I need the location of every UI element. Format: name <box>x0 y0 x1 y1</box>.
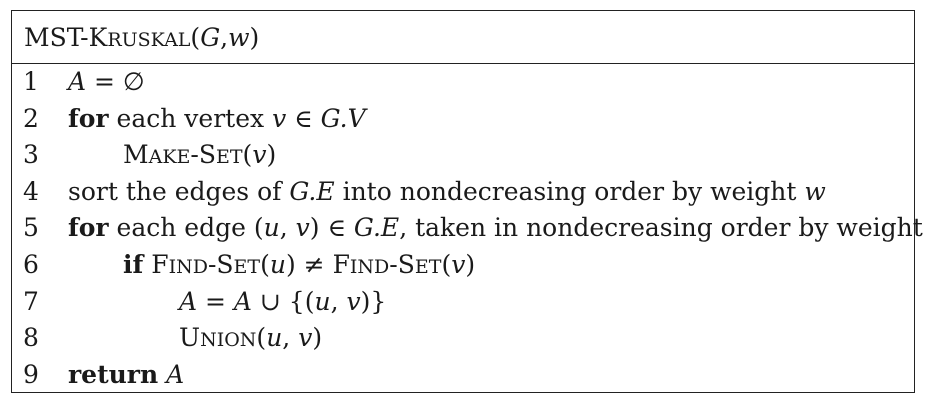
line-number: 7 <box>23 286 39 316</box>
line-number: 2 <box>23 103 39 133</box>
line-number: 5 <box>23 213 39 243</box>
algorithm-box: MST-KRUSKAL(G, w) 1 A = ∅ 2 for each ver… <box>11 10 923 394</box>
algorithm-body: 1 A = ∅ 2 for each vertex v ∈ G.V 3 MAKE… <box>12 64 923 394</box>
code-line-3: 3 MAKE-SET(v) <box>12 137 914 174</box>
code-line-7: 7 A = A ∪ {(u, v)} <box>12 284 914 321</box>
code-line-8: 8 UNION(u, v) <box>12 320 914 357</box>
line-number: 4 <box>23 176 39 206</box>
keyword-for: for <box>68 103 109 133</box>
line-number: 6 <box>23 249 39 279</box>
keyword-return: return <box>68 359 159 389</box>
keyword-if: if <box>123 249 144 279</box>
param-g: G <box>200 22 221 52</box>
code-line-5: 5 for each edge (u, v) ∈ G.E, taken in n… <box>12 210 923 247</box>
line-code: for each vertex v ∈ G.V <box>68 103 366 133</box>
line-code: sort the edges of G.E into nondecreasing… <box>68 176 826 206</box>
code-line-2: 2 for each vertex v ∈ G.V <box>12 101 914 138</box>
param-w: w <box>228 22 250 52</box>
line-number: 1 <box>23 67 39 96</box>
line-code: return A <box>68 359 185 389</box>
algorithm-name: MST-KRUSKAL <box>24 22 191 52</box>
line-number: 9 <box>23 359 39 389</box>
line-code: MAKE-SET(v) <box>123 140 277 170</box>
code-line-6: 6 if FIND-SET(u) ≠ FIND-SET(v) <box>12 247 914 284</box>
line-number: 3 <box>23 140 39 170</box>
line-code: A = ∅ <box>68 67 145 96</box>
code-line-1: 1 A = ∅ <box>12 64 914 101</box>
line-code: UNION(u, v) <box>179 323 323 353</box>
line-code: A = A ∪ {(u, v)} <box>179 286 387 316</box>
keyword-for: for <box>68 213 109 243</box>
code-line-4: 4 sort the edges of G.E into nondecreasi… <box>12 174 914 211</box>
code-line-9: 9 return A <box>12 357 914 394</box>
line-code: if FIND-SET(u) ≠ FIND-SET(v) <box>123 249 476 279</box>
line-number: 8 <box>23 323 39 353</box>
algorithm-header: MST-KRUSKAL(G, w) <box>12 11 914 64</box>
line-code: for each edge (u, v) ∈ G.E, taken in non… <box>68 213 923 243</box>
